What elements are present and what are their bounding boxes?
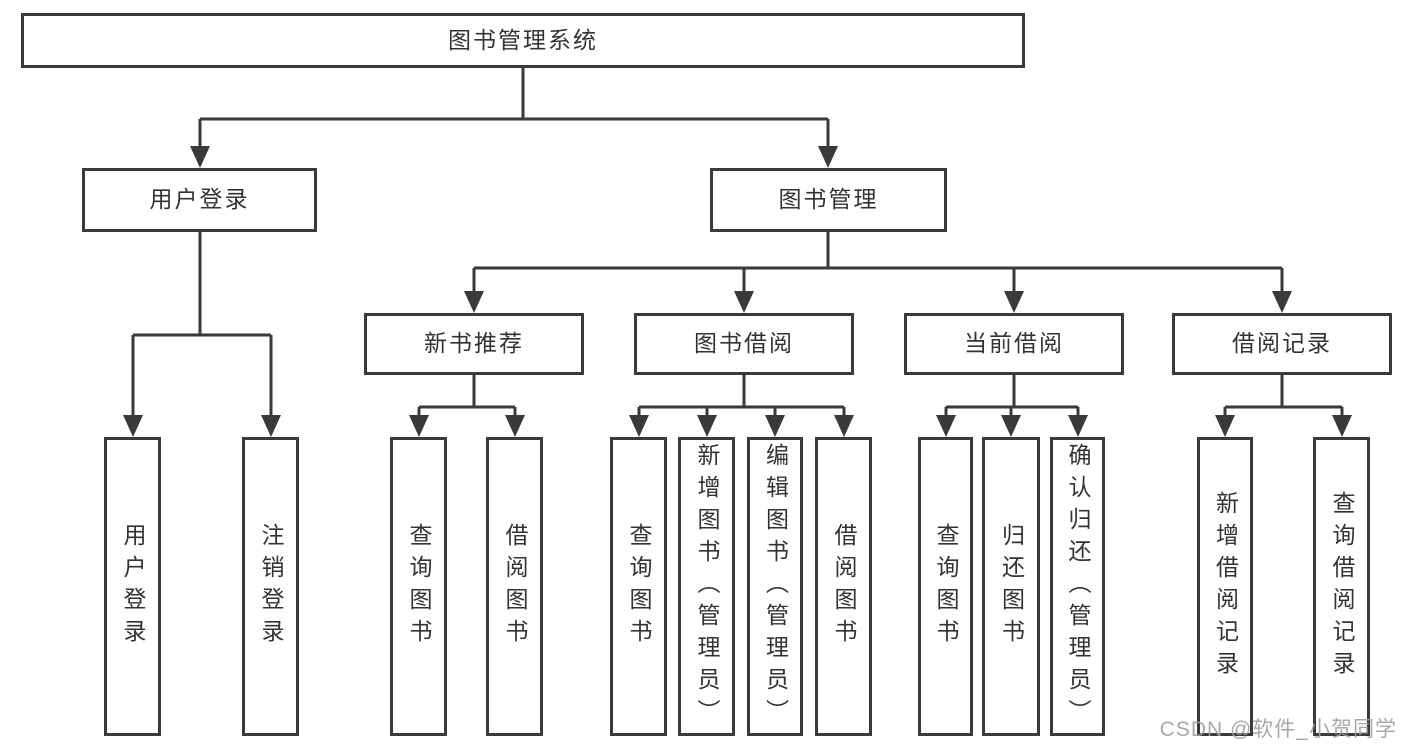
connector-root [190,68,838,168]
connector-book-management [464,232,1292,313]
leaf-current-confirm-return-admin: 确认归还（管理员） [1050,437,1105,736]
connector-book-borrowing [629,375,854,437]
leaf-borrow-borrow-books: 借阅图书 [815,437,872,736]
node-book-management: 图书管理 [710,168,947,232]
leaf-recommend-borrow-books: 借阅图书 [486,437,543,736]
connector-user-login [123,232,281,437]
leaf-records-add-borrow-record: 新增借阅记录 [1197,437,1253,736]
leaf-current-query-books: 查询图书 [918,437,973,736]
leaf-records-query-borrow-record: 查询借阅记录 [1313,437,1370,736]
leaf-current-return-books: 归还图书 [982,437,1040,736]
leaf-borrow-query-books: 查询图书 [610,437,667,736]
leaf-borrow-edit-books-admin: 编辑图书（管理员） [747,437,803,736]
leaf-borrow-add-books-admin: 新增图书（管理员） [678,437,735,736]
leaf-recommend-query-books: 查询图书 [390,437,447,736]
node-borrow-records: 借阅记录 [1172,313,1392,375]
connector-borrow-records [1215,375,1352,437]
node-book-borrowing: 图书借阅 [634,313,854,375]
node-current-borrowing: 当前借阅 [904,313,1124,375]
connector-current-borrowing [936,375,1088,437]
leaf-logout: 注销登录 [242,437,299,736]
leaf-user-login: 用户登录 [104,437,161,736]
node-new-book-recommend: 新书推荐 [364,313,584,375]
node-user-login: 用户登录 [82,168,317,232]
node-library-management-system: 图书管理系统 [21,13,1025,68]
connector-new-book-recommend [409,375,525,437]
